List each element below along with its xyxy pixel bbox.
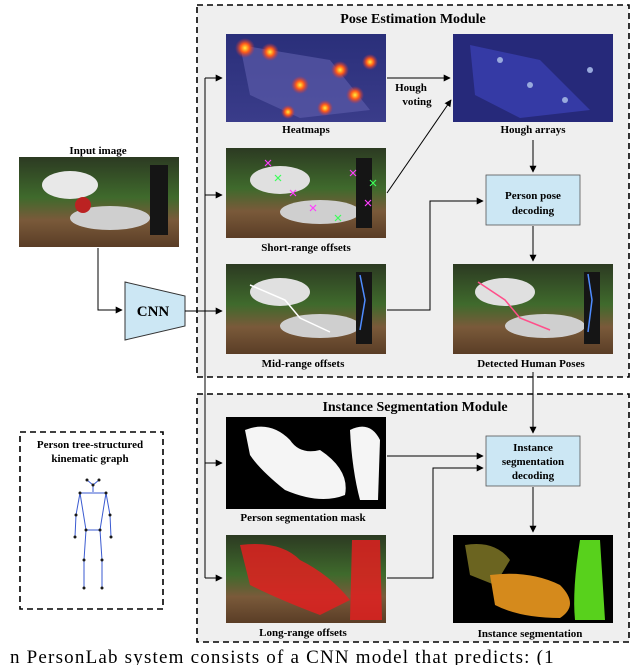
kinematic-skeleton — [74, 479, 112, 588]
short-range-label: Short-range offsets — [261, 242, 351, 254]
mid-range-label: Mid-range offsets — [262, 358, 346, 370]
long-range-offsets-image — [226, 535, 386, 623]
input-image-label: Input image — [69, 145, 126, 157]
tree-label-2: kinematic graph — [51, 453, 128, 465]
kinematic-graph-box — [19, 431, 164, 610]
hough-arrays-label: Hough arrays — [500, 124, 566, 136]
cnn-block — [124, 281, 186, 341]
inst-dec-label-2: segmentation — [502, 456, 564, 468]
input-image — [19, 157, 179, 247]
mid-range-offsets-image — [226, 264, 386, 354]
heatmaps-label: Heatmaps — [282, 124, 330, 136]
system-diagram: Pose Estimation Module Instance Segmenta… — [19, 4, 630, 643]
hough-arrays-image — [453, 34, 613, 122]
kinematic-joints — [73, 478, 113, 590]
hough-voting-label-2: voting — [402, 96, 432, 108]
instance-seg-label: Instance segmentation — [478, 628, 583, 640]
instance-segmentation-image — [453, 535, 613, 623]
hough-voting-label-1: Hough — [395, 82, 427, 94]
seg-module-title: Instance Segmentation Module — [322, 400, 507, 415]
pose-module-title: Pose Estimation Module — [340, 12, 485, 27]
connectors — [97, 74, 537, 582]
seg-mask-label: Person segmentation mask — [240, 512, 366, 524]
heatmaps-image — [226, 34, 386, 122]
person-pose-decoding-box — [485, 174, 581, 226]
person-pose-label-1: Person pose — [505, 190, 561, 202]
long-range-label: Long-range offsets — [259, 627, 347, 639]
inst-dec-label-3: decoding — [512, 470, 555, 482]
instance-seg-decoding-box — [485, 435, 581, 487]
figure-caption: n PersonLab system consists of a CNN mod… — [10, 648, 555, 665]
short-range-offsets-image — [226, 148, 386, 238]
detected-poses-image — [453, 264, 613, 354]
inst-dec-label-1: Instance — [513, 442, 553, 454]
detected-poses-label: Detected Human Poses — [477, 358, 585, 370]
cnn-label: CNN — [137, 304, 170, 320]
person-pose-label-2: decoding — [512, 205, 555, 217]
tree-label-1: Person tree-structured — [37, 439, 143, 451]
segmentation-mask-image — [226, 417, 386, 509]
